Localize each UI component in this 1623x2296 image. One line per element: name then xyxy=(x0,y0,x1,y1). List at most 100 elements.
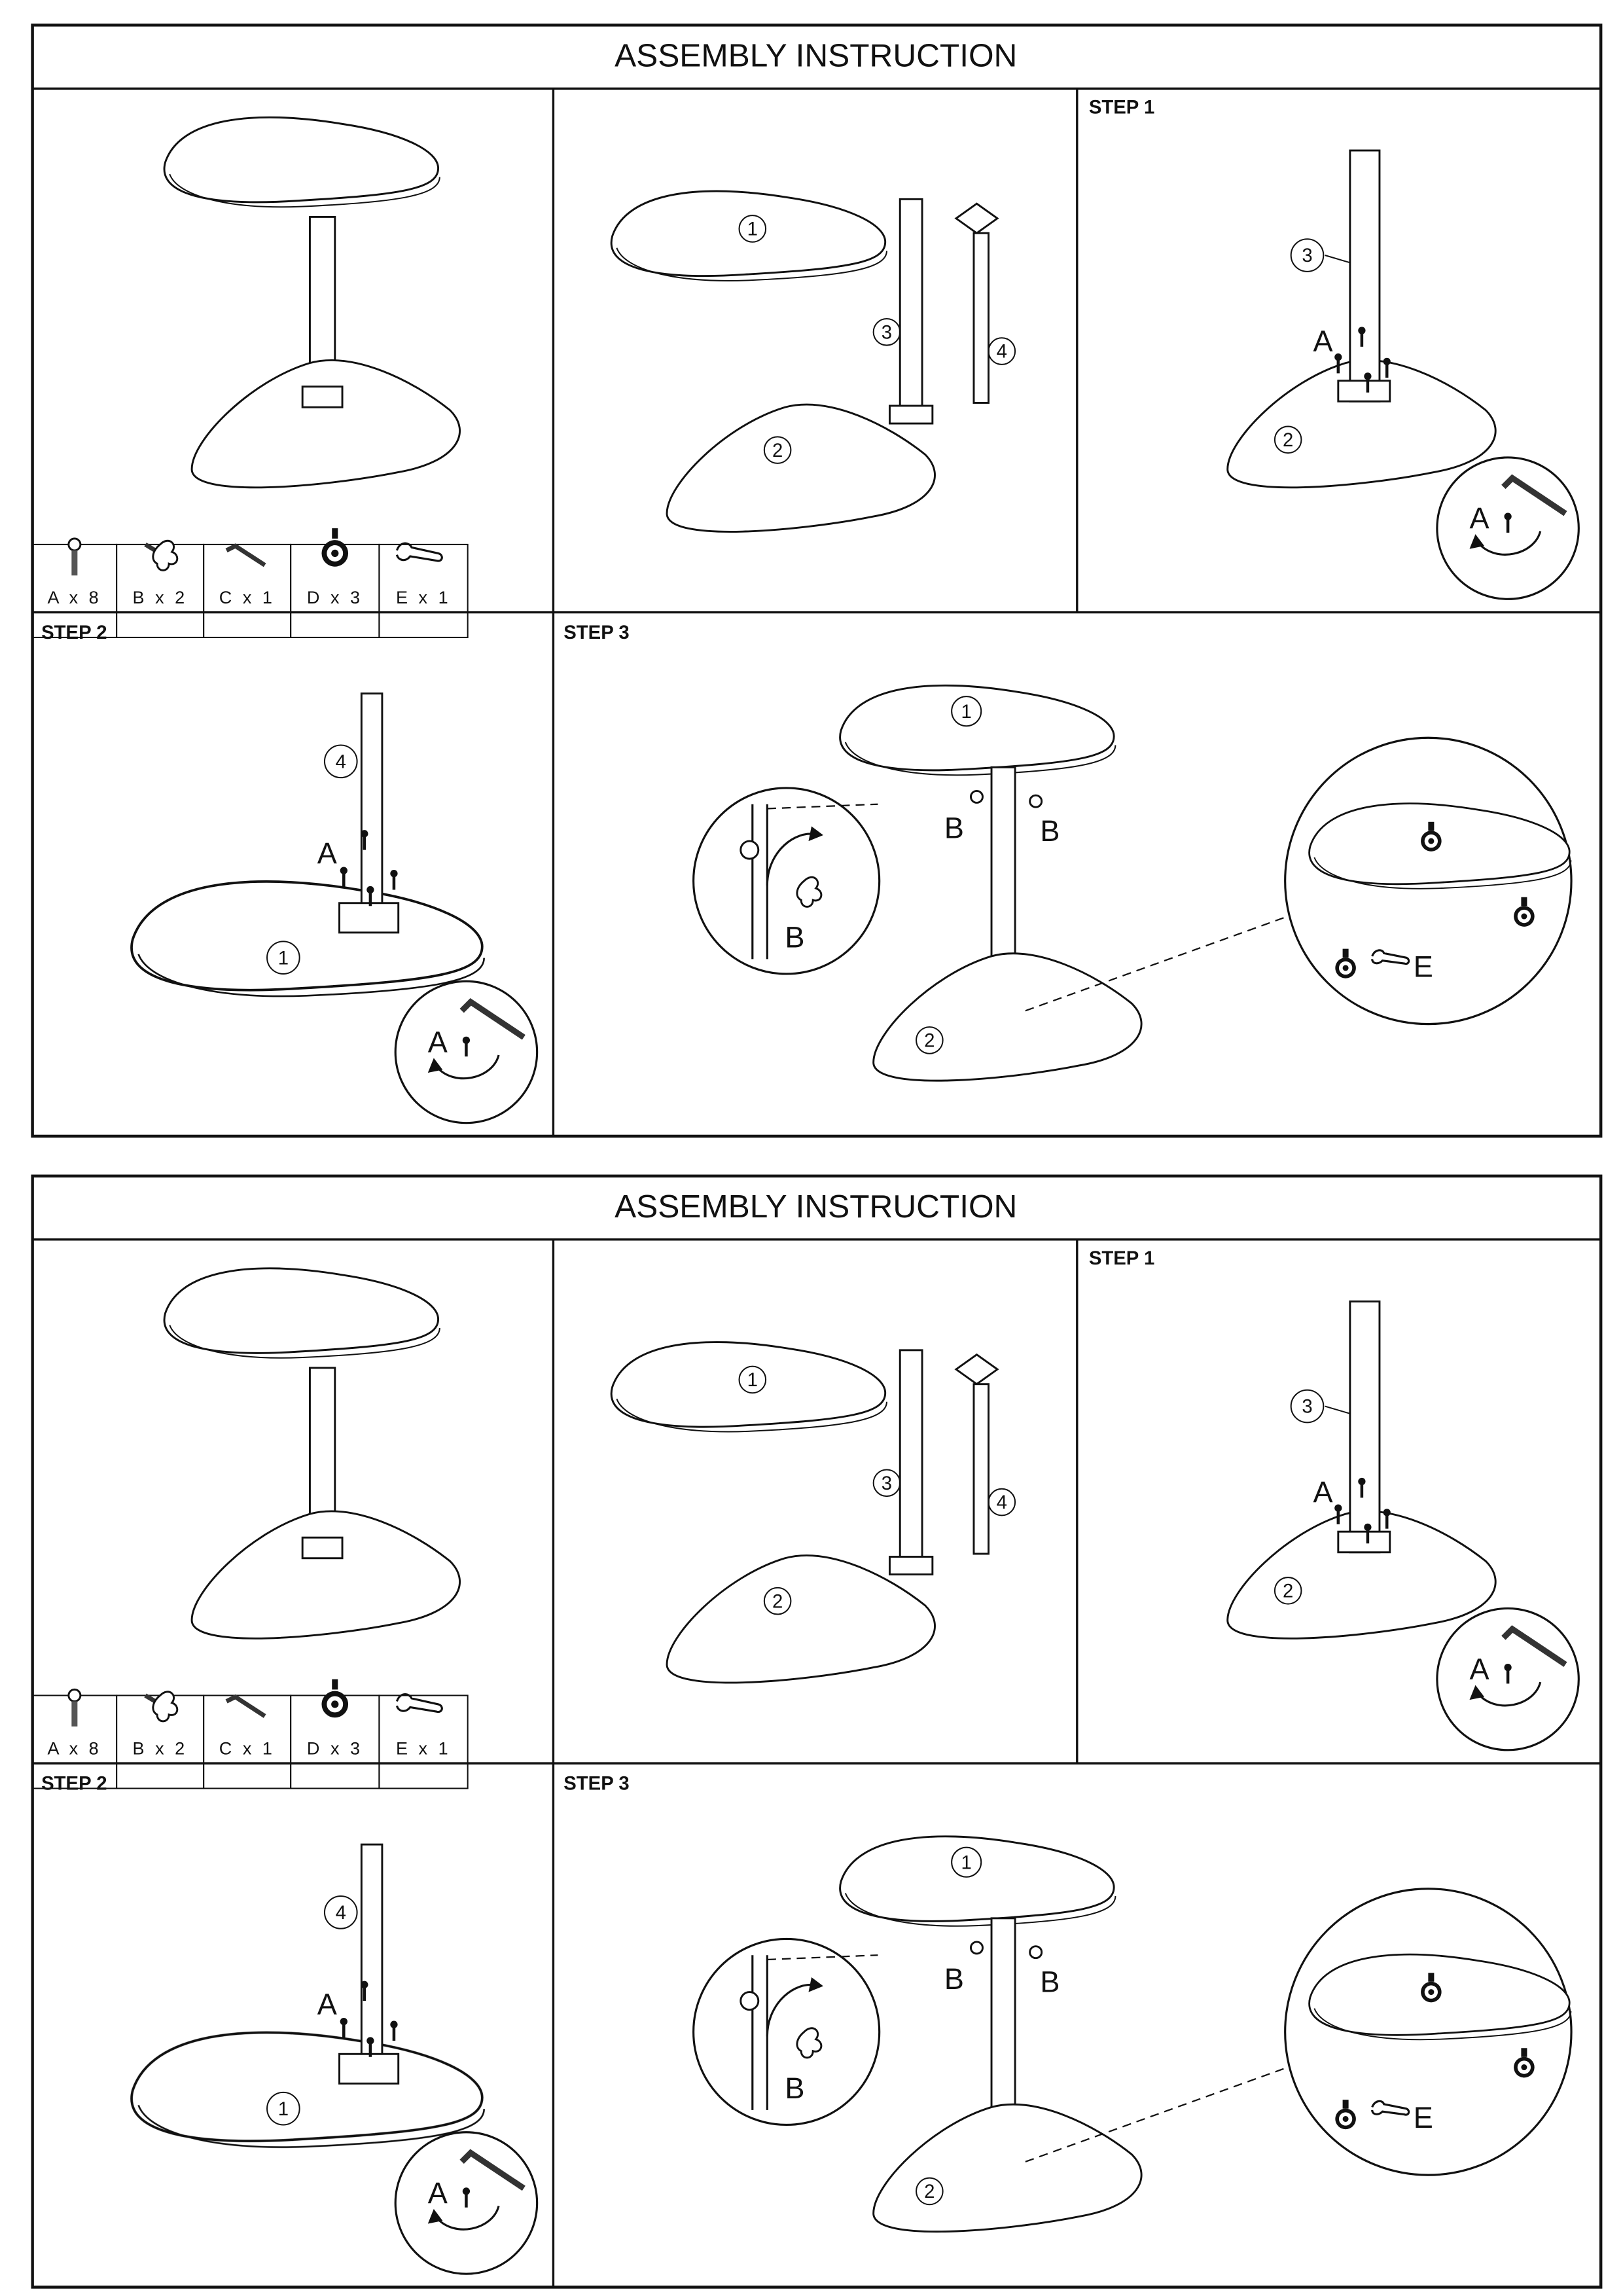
svg-text:B: B xyxy=(944,1962,964,1996)
component-number-top: 1 xyxy=(738,215,767,243)
finished-table-panel: A x 8 B x 2 C x 1 D x 3 E x 1 xyxy=(31,116,469,638)
knob-detail: B xyxy=(692,787,881,975)
wrench-icon xyxy=(395,542,443,562)
component-number-lower_pole: 4 xyxy=(988,337,1016,365)
step1-panel: STEP 1 3 A 2 A xyxy=(1089,1247,1580,1751)
caster-wheel-icon xyxy=(321,528,349,567)
component-number-base: 2 xyxy=(916,1026,944,1054)
allen-key-detail: A xyxy=(394,980,539,1124)
svg-text:A: A xyxy=(1313,325,1333,358)
svg-text:STEP 2: STEP 2 xyxy=(41,622,107,643)
screw-icon xyxy=(1358,327,1366,347)
svg-text:A: A xyxy=(1469,1653,1489,1686)
svg-text:STEP 2: STEP 2 xyxy=(41,1773,107,1795)
part-cell: E x 1 xyxy=(378,1693,469,1789)
knob-screw-icon xyxy=(144,1691,179,1723)
component-number-base: 2 xyxy=(1274,1577,1302,1605)
svg-text:A: A xyxy=(428,2176,448,2210)
svg-text:B: B xyxy=(785,920,804,954)
svg-text:4: 4 xyxy=(336,751,346,772)
part-label: C x 1 xyxy=(219,1739,276,1759)
component-number-lower_pole: 4 xyxy=(323,1895,358,1929)
svg-text:STEP 1: STEP 1 xyxy=(1089,97,1154,118)
allen-key-detail: A xyxy=(1436,456,1580,600)
svg-text:E: E xyxy=(1414,2101,1433,2134)
svg-text:1: 1 xyxy=(278,947,289,969)
screw-icon xyxy=(1358,1477,1366,1498)
svg-text:3: 3 xyxy=(882,1473,892,1494)
parts-list: A x 8 B x 2 C x 1 D x 3 E x 1 xyxy=(31,528,469,638)
part-label: B x 2 xyxy=(133,588,188,607)
assembly-sheet: ASSEMBLY INSTRUCTION A x 8 B x 2 C x 1 D x … xyxy=(31,1174,1603,2289)
part-cell: C x 1 xyxy=(203,1694,292,1789)
svg-text:B: B xyxy=(1040,814,1060,848)
caster-wheel-icon xyxy=(1421,821,1442,852)
svg-text:1: 1 xyxy=(747,1369,758,1391)
step2-panel: STEP 2 4 A 1 A xyxy=(41,1773,539,2275)
component-number-top: 1 xyxy=(266,2091,300,2126)
screw-icon xyxy=(366,886,374,906)
screw-icon xyxy=(1504,512,1512,533)
screw-icon xyxy=(361,1981,368,2001)
part-label: E x 1 xyxy=(396,1739,451,1759)
svg-text:3: 3 xyxy=(882,321,892,343)
svg-text:STEP 3: STEP 3 xyxy=(563,622,629,643)
component-number-top: 1 xyxy=(266,941,300,975)
svg-text:1: 1 xyxy=(961,701,972,723)
screw-icon xyxy=(390,870,398,890)
sheet-title: ASSEMBLY INSTRUCTION xyxy=(615,1188,1017,1225)
allen-key-icon xyxy=(225,1694,266,1718)
screw-icon xyxy=(1383,357,1391,378)
step2-panel: STEP 2 4 A 1 A xyxy=(41,622,539,1124)
component-number-upper_pole: 3 xyxy=(872,317,901,346)
part-label: D x 3 xyxy=(307,1739,363,1759)
screw-icon xyxy=(67,537,82,576)
allen-key-detail: A xyxy=(1436,1607,1580,1751)
screw-icon xyxy=(1364,1523,1372,1544)
parts-list: A x 8 B x 2 C x 1 D x 3 E x 1 xyxy=(31,1679,469,1789)
part-label: C x 1 xyxy=(219,588,276,607)
part-label: D x 3 xyxy=(307,588,363,607)
finished-table-panel: A x 8 B x 2 C x 1 D x 3 E x 1 xyxy=(31,1267,469,1789)
screw-icon xyxy=(1504,1663,1512,1684)
screw-icon xyxy=(361,830,368,850)
step1-panel: STEP 1 3 A 2 A xyxy=(1089,97,1580,600)
svg-text:1: 1 xyxy=(961,1852,972,1873)
screw-icon xyxy=(462,1036,471,1057)
screw-icon xyxy=(1334,1504,1342,1524)
component-number-lower_pole: 4 xyxy=(323,744,358,779)
allen-key-detail: A xyxy=(394,2131,539,2275)
svg-text:A: A xyxy=(1469,501,1489,535)
svg-text:B: B xyxy=(785,2072,804,2105)
svg-text:A: A xyxy=(317,1987,337,2020)
component-number-base: 2 xyxy=(763,436,792,464)
component-number-lower_pole: 4 xyxy=(988,1488,1016,1516)
part-label: B x 2 xyxy=(133,1739,188,1759)
part-cell: C x 1 xyxy=(203,543,292,638)
screw-icon xyxy=(340,867,348,887)
knob-detail: B xyxy=(692,1937,881,2126)
part-label: A x 8 xyxy=(48,588,102,607)
part-cell: E x 1 xyxy=(378,542,469,638)
wrench-icon xyxy=(395,1693,443,1713)
component-number-base: 2 xyxy=(1274,425,1302,454)
caster-detail: E xyxy=(1284,736,1573,1026)
svg-text:2: 2 xyxy=(924,2181,935,2202)
step3-panel: STEP 3 1 2 B B B E xyxy=(563,1773,1573,2233)
svg-text:A: A xyxy=(428,1025,448,1058)
svg-text:2: 2 xyxy=(772,1590,783,1612)
svg-text:2: 2 xyxy=(1283,429,1293,451)
svg-text:A: A xyxy=(1313,1475,1333,1509)
caster-wheel-icon xyxy=(1514,2048,1535,2078)
svg-text:1: 1 xyxy=(747,219,758,240)
assembly-instruction-sheet: ASSEMBLY INSTRUCTION A x 8 B x 2 C x 1 D x … xyxy=(31,1174,1603,2289)
screw-icon xyxy=(1383,1509,1391,1529)
screw-icon xyxy=(340,2018,348,2038)
screw-icon xyxy=(67,1688,82,1727)
svg-text:2: 2 xyxy=(772,440,783,461)
screw-icon xyxy=(390,2020,398,2041)
part-cell: A x 8 xyxy=(31,1688,118,1789)
caster-wheel-icon xyxy=(1421,1973,1442,2003)
